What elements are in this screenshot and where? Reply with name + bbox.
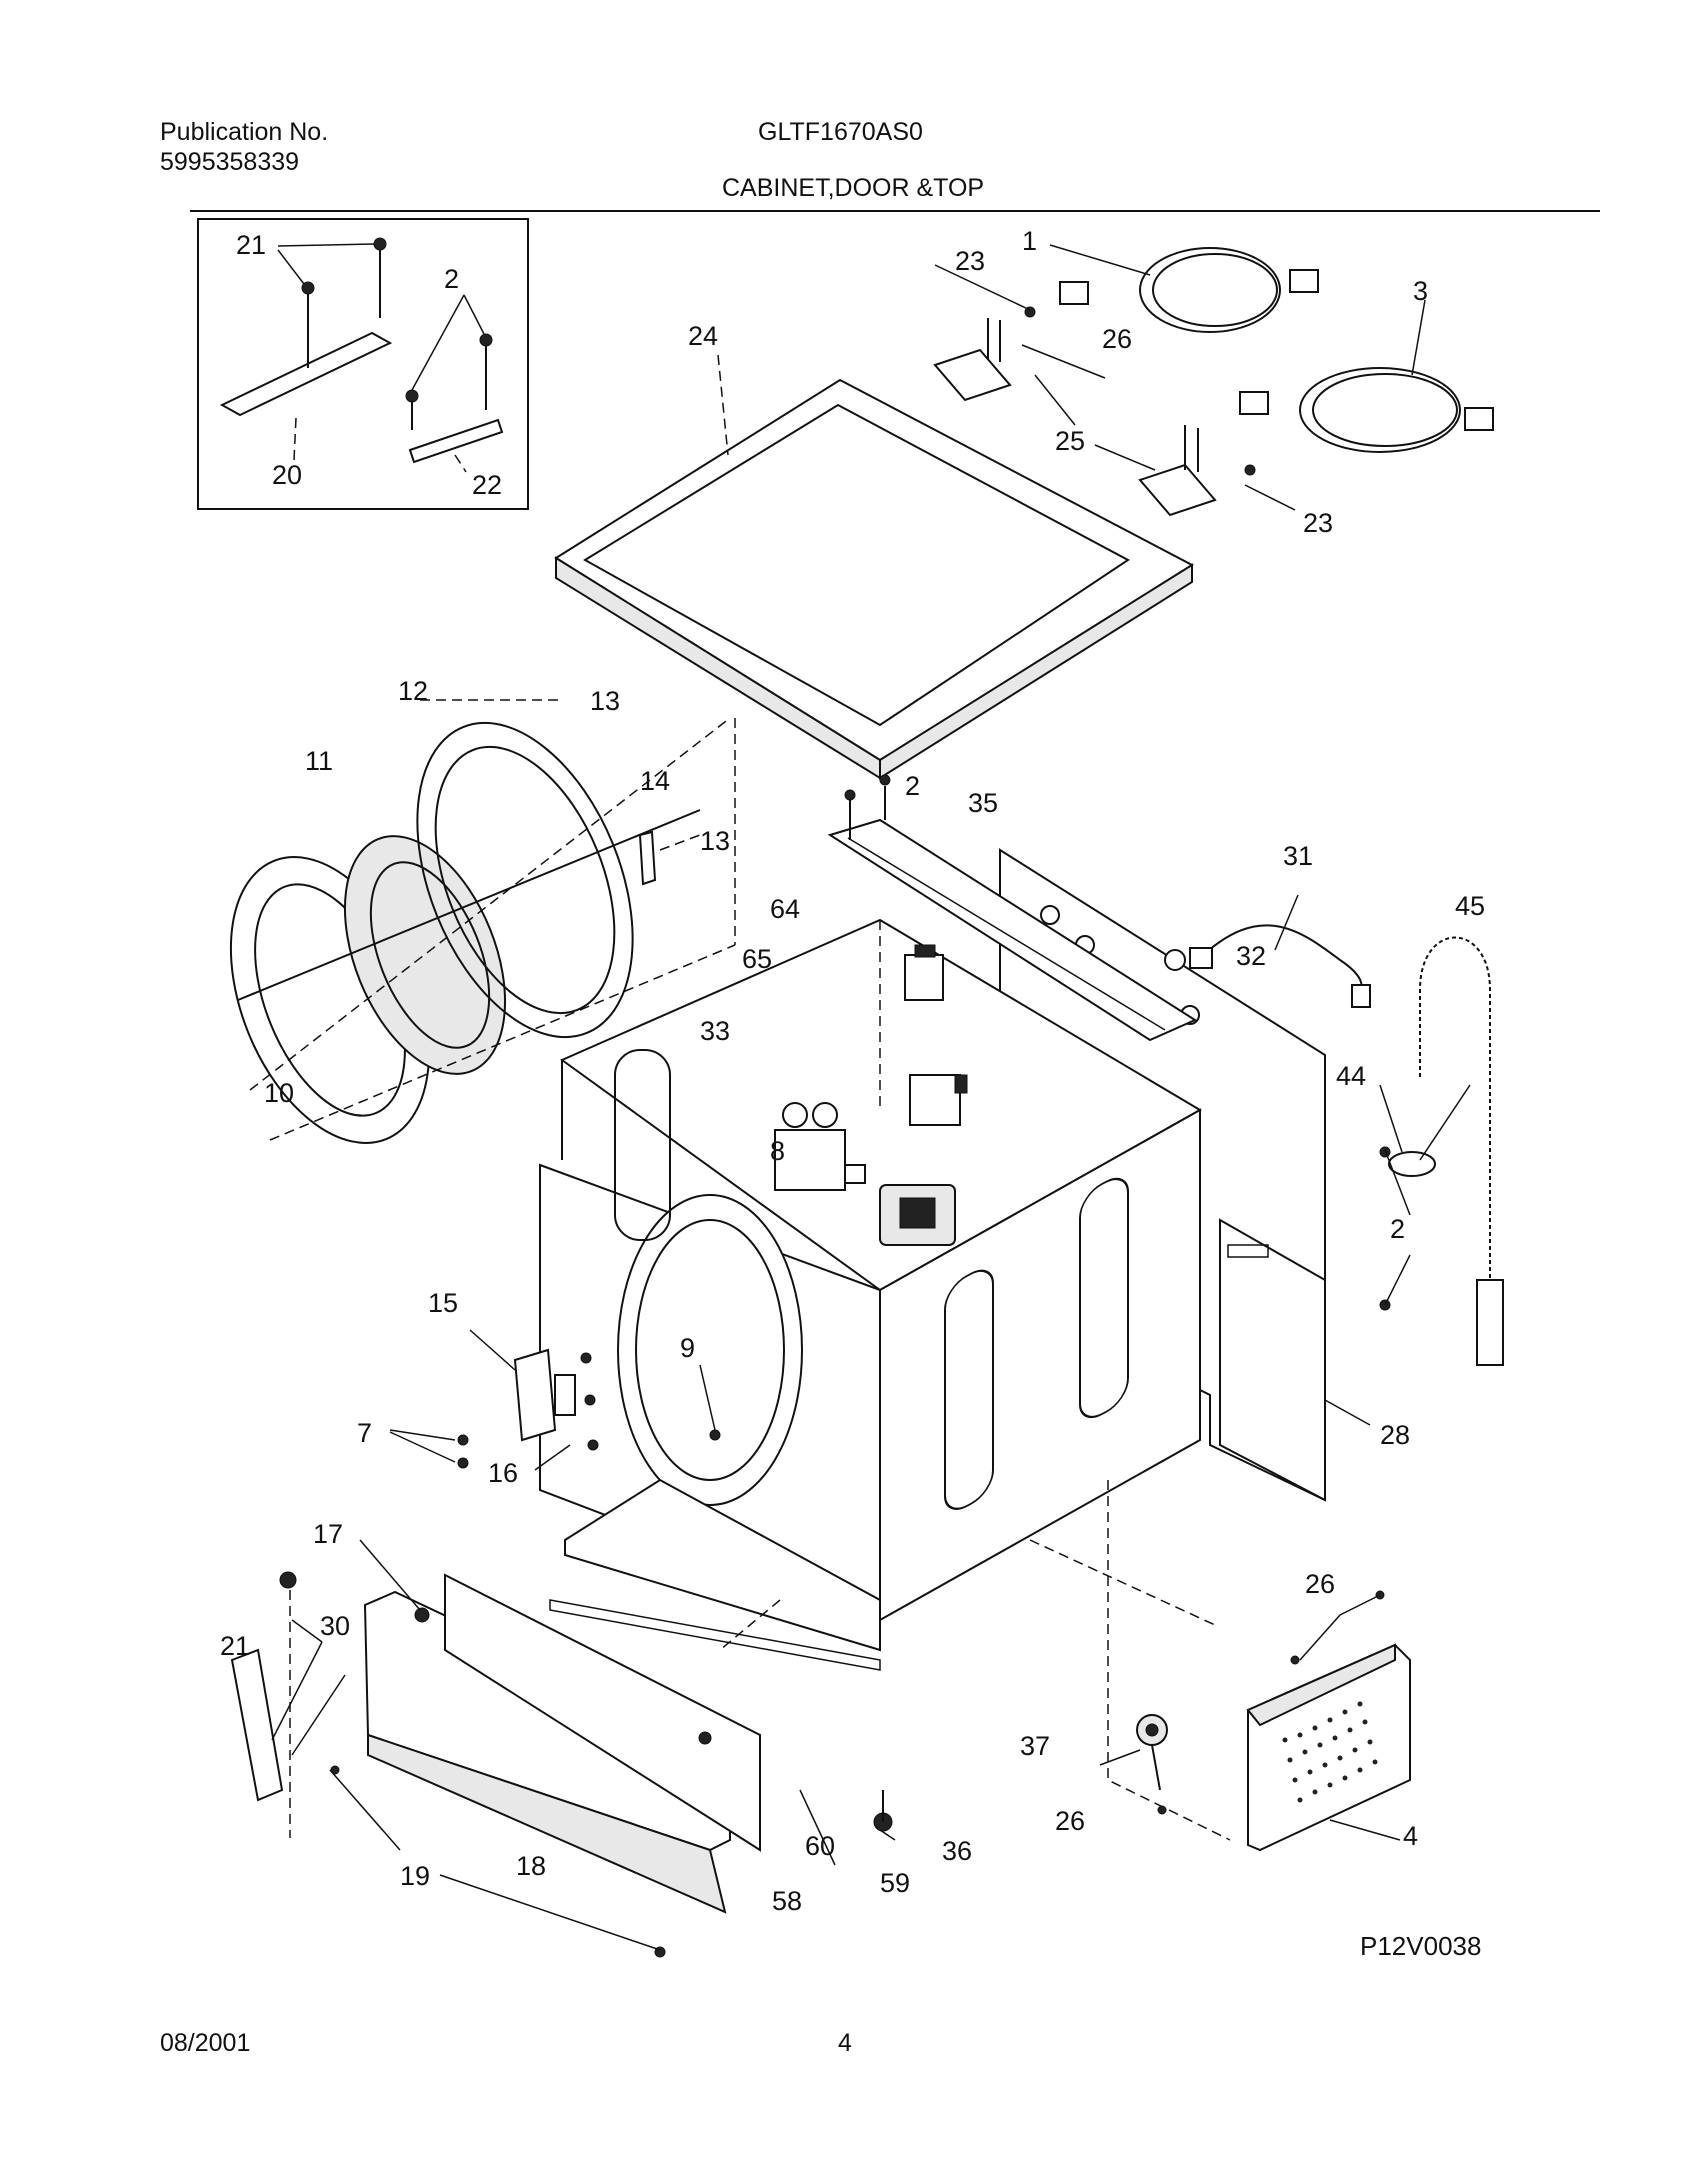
callout-label: 65 — [742, 944, 772, 974]
callout-label: 2 — [905, 771, 920, 801]
callout-label: 64 — [770, 894, 800, 924]
fasteners — [330, 1146, 1391, 1958]
callout-label: 13 — [590, 686, 620, 716]
drain-pump — [1136, 1714, 1168, 1815]
callout-label: 12 — [398, 676, 428, 706]
top-panel — [554, 354, 1195, 780]
callout-label: 21 — [236, 230, 266, 260]
callout-label: 59 — [880, 1868, 910, 1898]
dispenser-bracket — [909, 1074, 968, 1126]
callout-numbers: 21 2 20 22 23 1 3 24 26 25 23 12 13 11 1… — [220, 226, 1485, 1916]
leader-lines — [271, 244, 1471, 1951]
callout-label: 8 — [770, 1136, 785, 1166]
callout-label: 35 — [968, 788, 998, 818]
door-lock-bracket — [904, 944, 944, 1001]
callout-label: 32 — [1236, 941, 1266, 971]
model-number: GLTF1670AS0 — [758, 118, 923, 146]
door-hinge — [457, 1348, 599, 1469]
pressure-switch — [879, 1184, 956, 1246]
door-assembly — [229, 699, 736, 1144]
callout-label: 20 — [272, 460, 302, 490]
top-brace — [827, 774, 1198, 1042]
callout-label: 26 — [1055, 1806, 1085, 1836]
callout-label: 25 — [1055, 426, 1085, 456]
drain-hose — [1388, 926, 1504, 1366]
callout-label: 14 — [640, 766, 670, 796]
callout-label: 22 — [472, 470, 502, 500]
callout-label: 13 — [700, 826, 730, 856]
callout-label: 33 — [700, 1016, 730, 1046]
callout-label: 2 — [444, 264, 459, 294]
callout-label: 17 — [313, 1519, 343, 1549]
callout-label: 24 — [688, 321, 718, 351]
callout-label: 58 — [772, 1886, 802, 1916]
callout-label: 10 — [264, 1078, 294, 1108]
callout-label: 26 — [1102, 324, 1132, 354]
callout-label: 45 — [1455, 891, 1485, 921]
kick-panel — [363, 1573, 761, 1914]
callout-label: 28 — [1380, 1420, 1410, 1450]
callout-label: 16 — [488, 1458, 518, 1488]
callout-label: 44 — [1336, 1061, 1366, 1091]
publication-number: 5995358339 — [160, 148, 300, 176]
callout-label: 1 — [1022, 226, 1037, 256]
callout-label: 23 — [955, 246, 985, 276]
callout-label: 3 — [1413, 276, 1428, 306]
callout-label: 23 — [1303, 508, 1333, 538]
callout-label: 2 — [1390, 1214, 1405, 1244]
callout-label: 37 — [1020, 1731, 1050, 1761]
electrical-box — [1029, 1480, 1411, 1852]
callout-label: 60 — [805, 1831, 835, 1861]
base-frame — [549, 1478, 881, 1671]
power-cord — [1164, 924, 1371, 1008]
footer-date: 08/2001 — [160, 2029, 251, 2057]
callout-label: 15 — [428, 1288, 458, 1318]
callout-label: 4 — [1403, 1821, 1418, 1851]
callout-label: 26 — [1305, 1569, 1335, 1599]
top-brackets — [933, 306, 1256, 517]
callout-label: 31 — [1283, 841, 1313, 871]
callout-label: 11 — [305, 746, 333, 776]
drawing-id: P12V0038 — [1360, 1931, 1482, 1961]
water-valve — [774, 1102, 866, 1191]
callout-label: 18 — [516, 1851, 546, 1881]
inset-detail — [197, 218, 529, 510]
publication-label: Publication No. — [160, 118, 329, 146]
front-bracket — [230, 1571, 297, 1838]
callout-label: 9 — [680, 1333, 695, 1363]
callout-label: 19 — [400, 1861, 430, 1891]
callout-label: 36 — [942, 1836, 972, 1866]
header-rule — [190, 210, 1600, 212]
page-number: 4 — [838, 2029, 852, 2057]
callout-label: 30 — [320, 1611, 350, 1641]
callout-label: 7 — [357, 1418, 372, 1448]
callout-label: 21 — [220, 1631, 250, 1661]
inlet-hoses — [1059, 247, 1494, 453]
section-title: CABINET,DOOR &TOP — [722, 174, 985, 202]
